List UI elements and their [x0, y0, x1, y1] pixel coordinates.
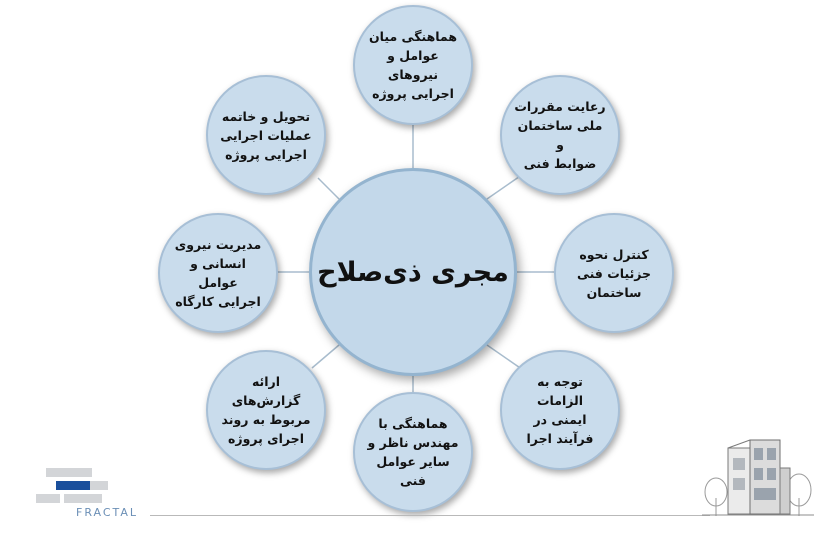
node-bottom-left: ارائه گزارش‌های مربوط به روند اجرای پروژ… [206, 350, 326, 470]
node-label: ارائه گزارش‌های مربوط به روند اجرای پروژ… [221, 374, 311, 446]
node-bottom-right: توجه به الزامات ایمنی در فرآیند اجرا [500, 350, 620, 470]
node-label: تحویل و خاتمه عملیات اجرایی اجرایی پروژه [220, 108, 312, 162]
node-top: هماهنگی میان عوامل و نیروهای اجرایی پروژ… [353, 5, 473, 125]
node-label: رعایت مقررات ملی ساختمان و ضوابط فنی [514, 99, 606, 171]
center-node: مجری ذی‌صلاح [309, 168, 517, 376]
node-label: هماهنگی با مهندس ناظر و سایر عوامل فنی [367, 416, 459, 488]
connector-bottom-left [311, 344, 340, 369]
node-label: هماهنگی میان عوامل و نیروهای اجرایی پروژ… [369, 29, 457, 101]
fractal-logo-icon [36, 468, 108, 503]
node-label: توجه به الزامات ایمنی در فرآیند اجرا [526, 374, 594, 446]
building-illustration-icon [702, 439, 814, 516]
center-label: مجری ذی‌صلاح [317, 256, 509, 288]
node-label: مدیریت نیروی انسانی و عوامل اجرایی کارگا… [174, 237, 262, 309]
node-top-right: رعایت مقررات ملی ساختمان و ضوابط فنی [500, 75, 620, 195]
node-bottom: هماهنگی با مهندس ناظر و سایر عوامل فنی [353, 392, 473, 512]
node-right: کنترل نحوه جزئیات فنی ساختمان [554, 213, 674, 333]
connector-top-left [317, 177, 340, 200]
logo-text: FRACTAL [76, 506, 139, 519]
footer-divider [150, 515, 710, 516]
node-left: مدیریت نیروی انسانی و عوامل اجرایی کارگا… [158, 213, 278, 333]
node-label: کنترل نحوه جزئیات فنی ساختمان [576, 246, 652, 300]
node-top-left: تحویل و خاتمه عملیات اجرایی اجرایی پروژه [206, 75, 326, 195]
